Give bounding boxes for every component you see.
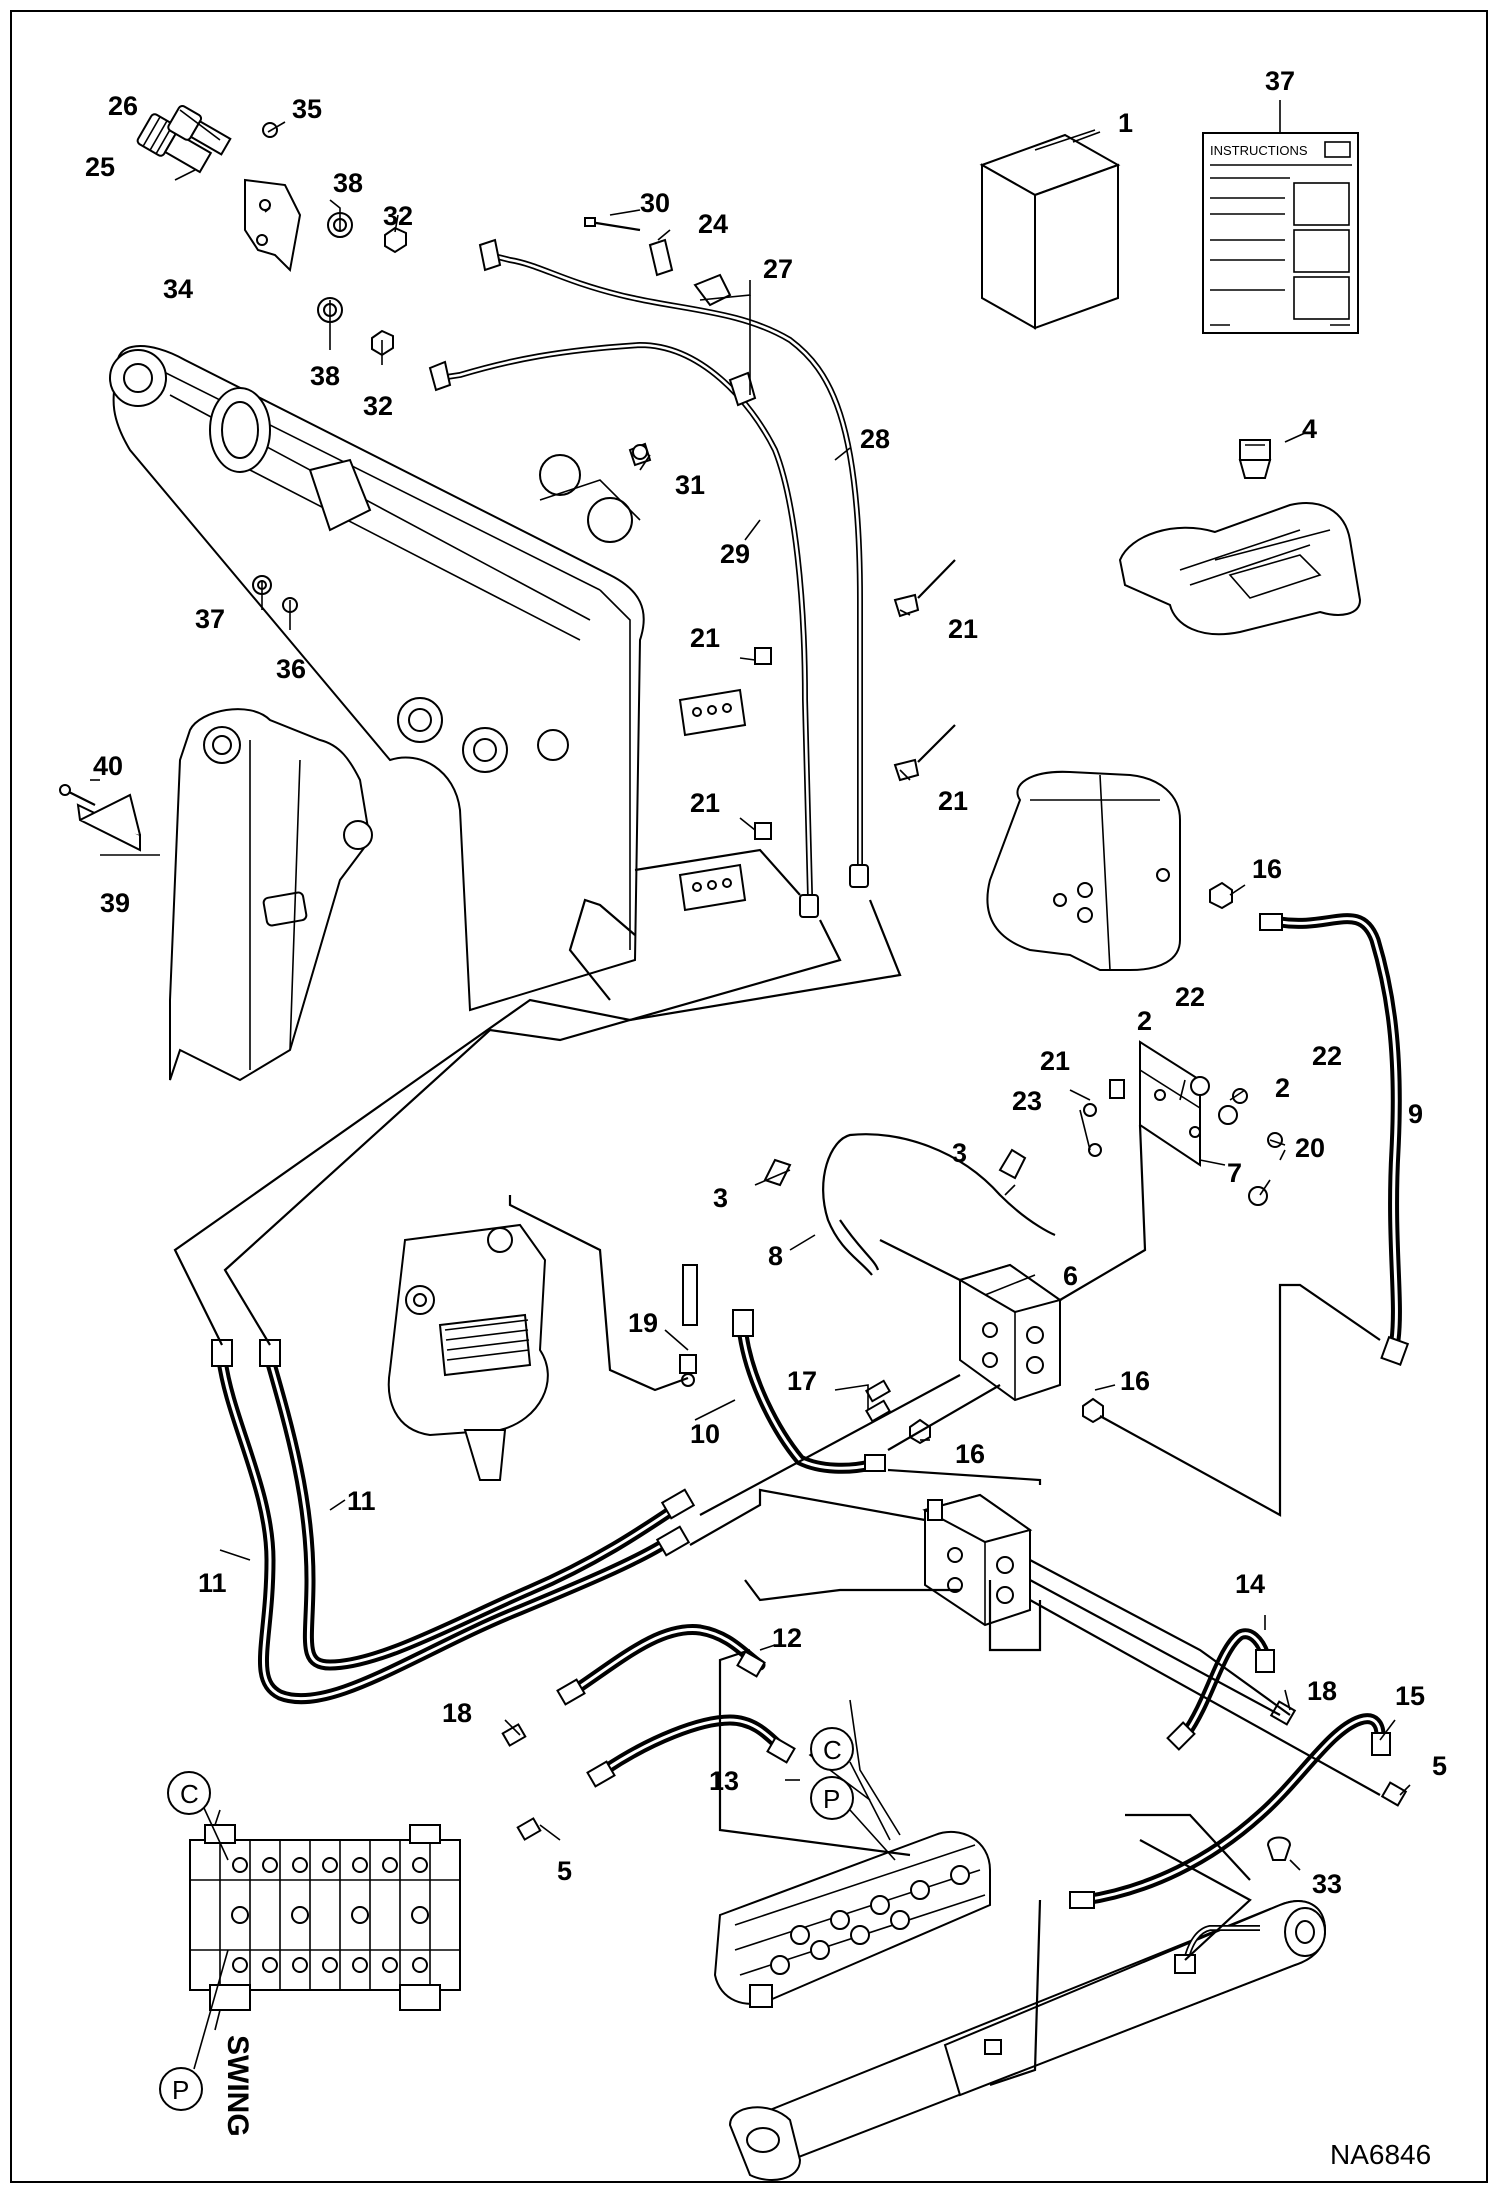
callout-11-left: 11 [198,1568,227,1598]
callout-8: 8 [768,1241,783,1271]
callout-38-upper: 38 [333,168,363,198]
port-p-left-marker [159,2067,203,2111]
callout-17: 17 [787,1366,817,1396]
callout-22-a: 22 [1175,982,1205,1012]
callout-16-right: 16 [1120,1366,1150,1396]
part-valve-6 [957,1263,1063,1402]
callout-6: 6 [1063,1261,1078,1291]
callout-5-left: 5 [557,1856,572,1886]
part-valve-lower [922,1493,1033,1627]
port-c-left-label: C [180,1779,199,1809]
callout-11-right: 11 [347,1486,376,1516]
part-coupler-bracket [136,104,302,273]
part-hose-9 [1259,913,1410,1366]
callout-3-right: 3 [952,1138,967,1168]
callout-21-e: 21 [1040,1046,1070,1076]
callout-18-right: 18 [1307,1676,1337,1706]
callout-3-left: 3 [713,1183,728,1213]
callout-33: 33 [1312,1869,1342,1899]
callouts: 1 37 4 26 35 25 38 32 34 38 32 30 24 27 … [85,66,1447,1899]
callout-25: 25 [85,152,115,182]
callout-40: 40 [93,751,123,781]
callout-13: 13 [709,1766,739,1796]
instructions-label: INSTRUCTIONS [1210,143,1308,158]
part-hoses-14-15 [1069,1628,1408,1909]
callout-22-b: 22 [1312,1041,1342,1071]
callout-27: 27 [763,254,793,284]
part-cable-8 [763,1133,1056,1276]
callout-31: 31 [675,470,705,500]
callout-10: 10 [690,1419,720,1449]
part-control-valve-elevation [189,1824,461,2011]
part-box [979,131,1121,330]
part-tank [986,770,1233,971]
callout-34: 34 [163,274,193,304]
callout-2-a: 2 [1137,1006,1152,1036]
callout-18-left: 18 [442,1698,472,1728]
callout-39: 39 [100,888,130,918]
callout-9: 9 [1408,1099,1423,1129]
callout-16-mid: 16 [955,1439,985,1469]
swing-label: SWING [221,2035,254,2137]
part-clamp-blocks [678,559,956,912]
callout-24: 24 [698,209,728,239]
callout-36: 36 [276,654,306,684]
callout-26: 26 [108,91,138,121]
callout-4: 4 [1302,414,1317,444]
callout-21-d: 21 [938,786,968,816]
callout-21-b: 21 [948,614,978,644]
port-p-right-label: P [823,1784,840,1814]
part-clamps-upper [584,217,757,467]
diagram-frame [10,10,1488,2183]
port-c-right-marker [810,1727,854,1771]
part-instructions-sheet: INSTRUCTIONS [1202,132,1359,334]
callout-21-c: 21 [690,788,720,818]
port-c-left-marker [167,1771,211,1815]
callout-28: 28 [860,424,890,454]
part-boom [109,345,645,1012]
part-switch-console [1118,439,1362,636]
part-hoses-12-13 [501,1624,796,1841]
port-markers: C P C P [159,1727,896,2111]
callout-37-lower: 37 [195,604,225,634]
part-swing-post [169,708,373,1082]
callout-30: 30 [640,188,670,218]
callout-29: 29 [720,539,750,569]
reference-code: NA6846 [1330,2139,1431,2170]
port-c-right-label: C [823,1735,842,1765]
part-steel-tubes [428,238,869,918]
leader-lines [90,100,1411,2087]
callout-1: 1 [1118,108,1133,138]
callout-7: 7 [1227,1158,1242,1188]
port-p-left-label: P [172,2075,189,2105]
callout-32-upper: 32 [383,201,413,231]
part-hoses-11 [211,1339,696,1705]
callout-19: 19 [628,1308,658,1338]
part-swing-motor [387,1223,549,1481]
callout-21-a: 21 [690,623,720,653]
callout-38-lower: 38 [310,361,340,391]
callout-15: 15 [1395,1681,1425,1711]
callout-14: 14 [1235,1569,1265,1599]
callout-32-lower: 32 [363,391,393,421]
part-bracket-7 [1083,1040,1283,1206]
part-control-valve [713,1830,991,2008]
callout-12: 12 [772,1623,802,1653]
callout-35: 35 [292,94,322,124]
port-p-right-marker [810,1776,854,1820]
callout-20: 20 [1295,1133,1325,1163]
callout-16-tank: 16 [1252,854,1282,884]
callout-23: 23 [1012,1086,1042,1116]
callout-37-instructions: 37 [1265,66,1295,96]
callout-5-right: 5 [1432,1751,1447,1781]
callout-2-b: 2 [1275,1073,1290,1103]
